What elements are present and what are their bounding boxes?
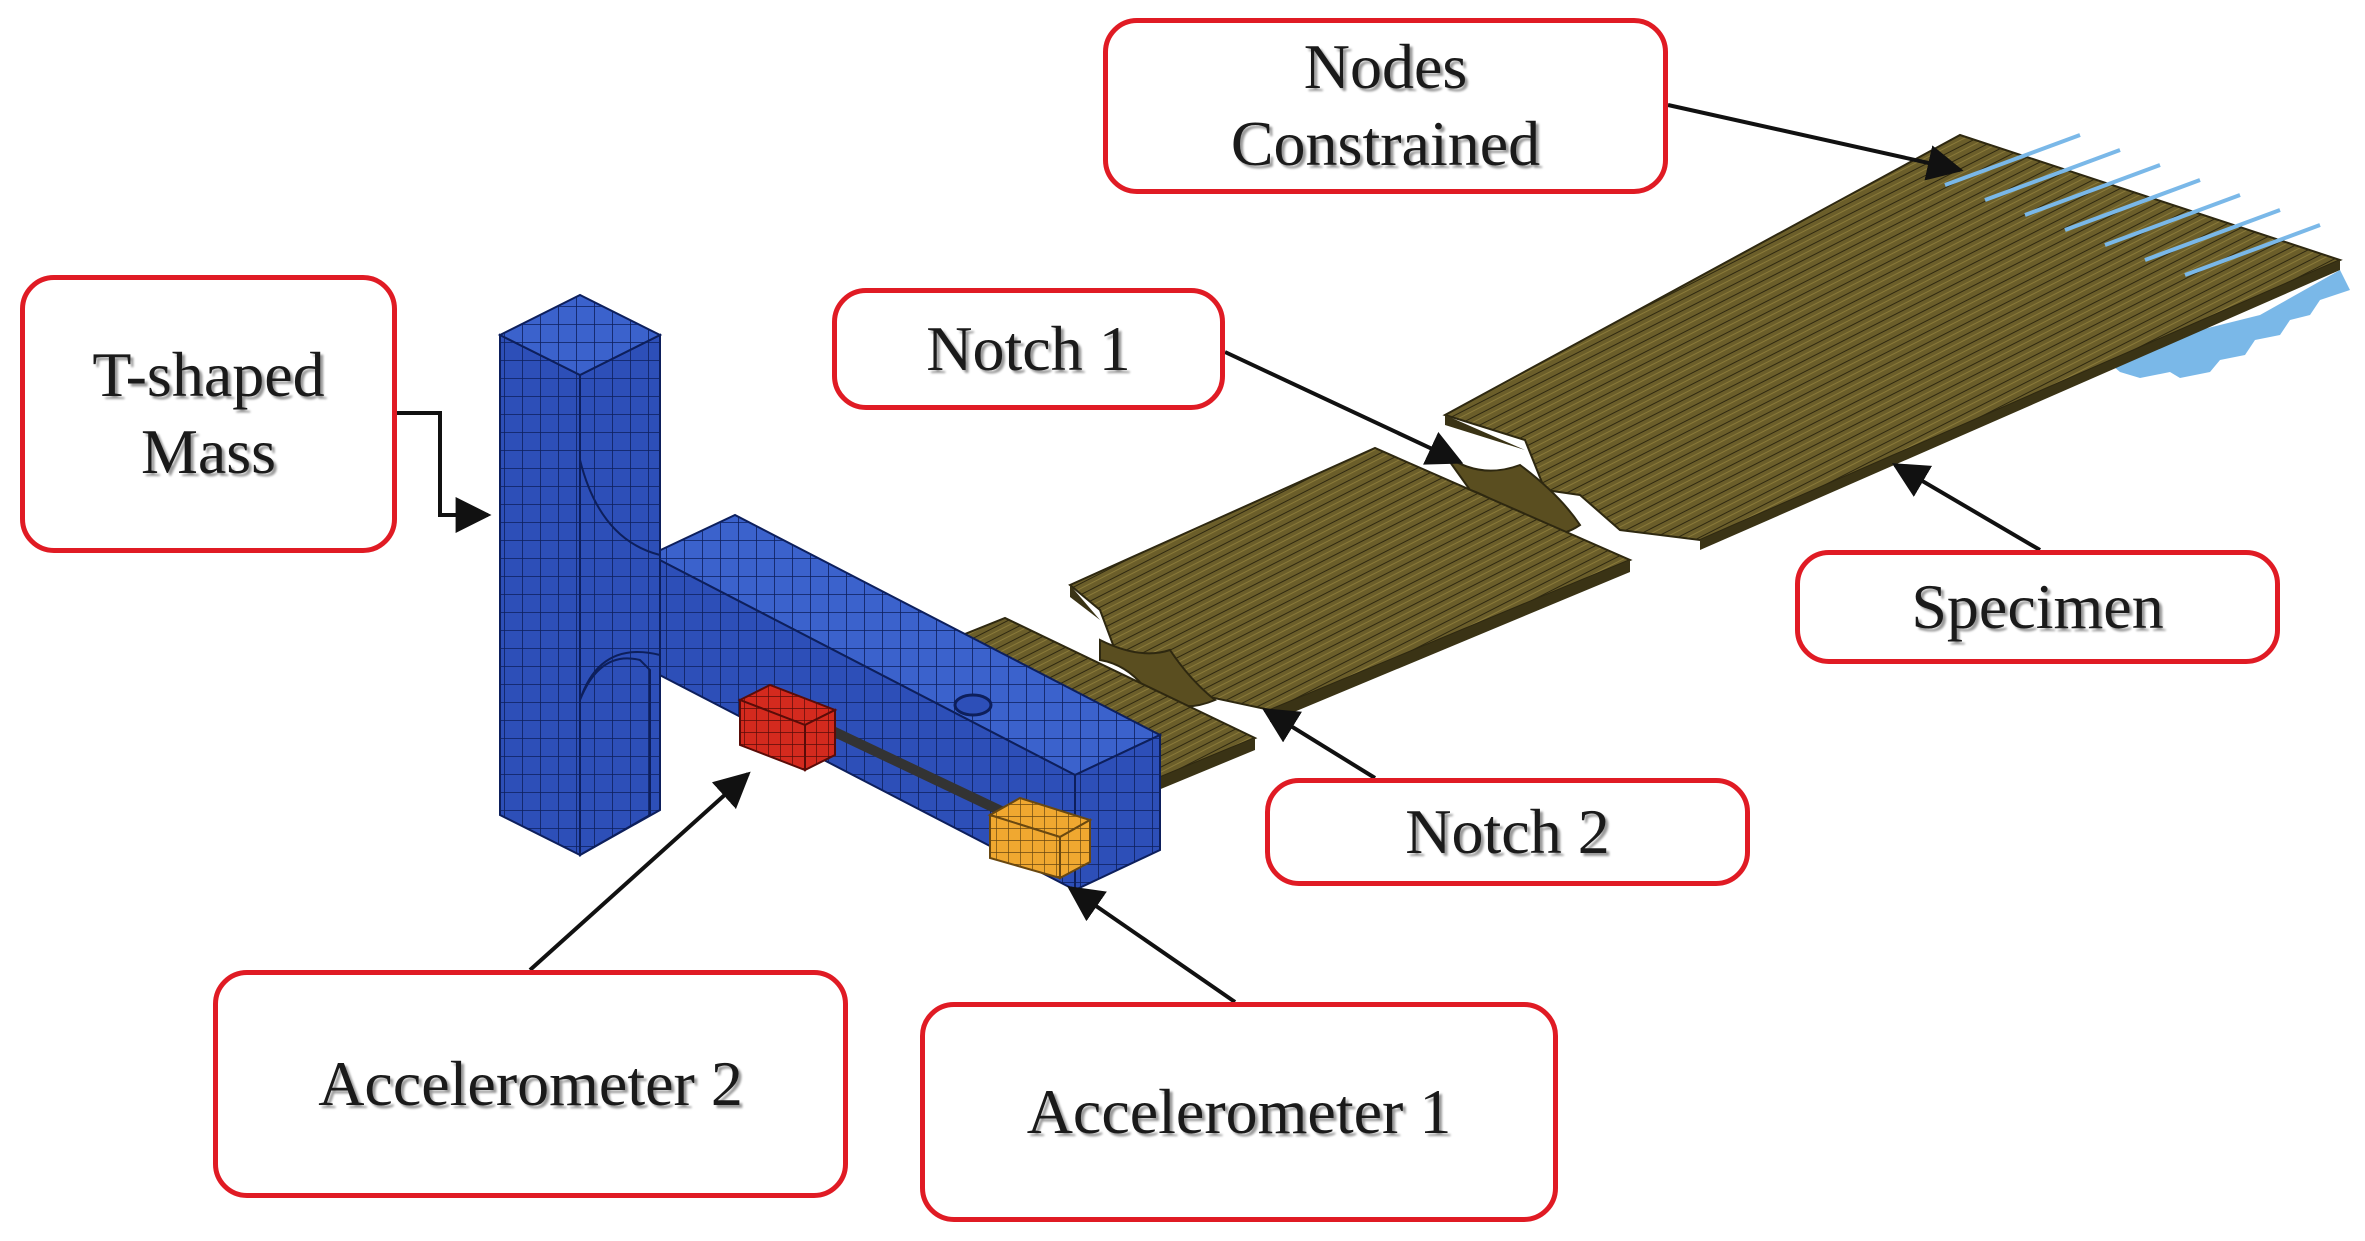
label-t-shaped-mass: T-shaped Mass <box>20 275 397 553</box>
label-specimen-text: Specimen <box>1911 570 2164 642</box>
arrow-accelerometer1 <box>1067 885 1237 1004</box>
t-shaped-mass <box>497 293 1163 892</box>
specimen-section-middle <box>1068 446 1633 722</box>
accelerometer2-block <box>737 683 838 772</box>
arrow-nodes-constrained <box>1667 103 1964 181</box>
arrow-specimen <box>1891 463 2042 552</box>
label-specimen: Specimen <box>1795 550 2280 664</box>
label-notch1: Notch 1 <box>832 288 1225 410</box>
accelerometer1-block <box>987 796 1093 880</box>
label-nodes-constrained: Nodes Constrained <box>1103 18 1668 194</box>
label-t-shaped-mass-line1: T-shaped <box>92 339 325 411</box>
label-t-shaped-mass-line2: Mass <box>140 416 277 487</box>
constraint-region <box>2100 270 2350 378</box>
arrow-notch2 <box>1261 708 1377 780</box>
label-nodes-constrained-line1: Nodes <box>1303 31 1468 103</box>
specimen-section-right <box>1442 133 2343 550</box>
label-notch1-text: Notch 1 <box>926 312 1131 384</box>
notch2-region <box>1099 638 1217 708</box>
arrow-t-shaped-mass <box>397 411 492 533</box>
label-notch2-text: Notch 2 <box>1405 795 1610 867</box>
label-accelerometer1: Accelerometer 1 <box>920 1002 1558 1222</box>
label-accelerometer2: Accelerometer 2 <box>213 970 848 1198</box>
arrows <box>397 103 2042 1004</box>
label-nodes-constrained-line2: Constrained <box>1230 108 1541 179</box>
label-accelerometer2-text: Accelerometer 2 <box>318 1047 743 1119</box>
arrow-accelerometer2 <box>528 771 751 972</box>
label-notch2: Notch 2 <box>1265 778 1750 886</box>
label-accelerometer1-text: Accelerometer 1 <box>1026 1075 1452 1147</box>
arrow-notch1 <box>1224 350 1464 465</box>
